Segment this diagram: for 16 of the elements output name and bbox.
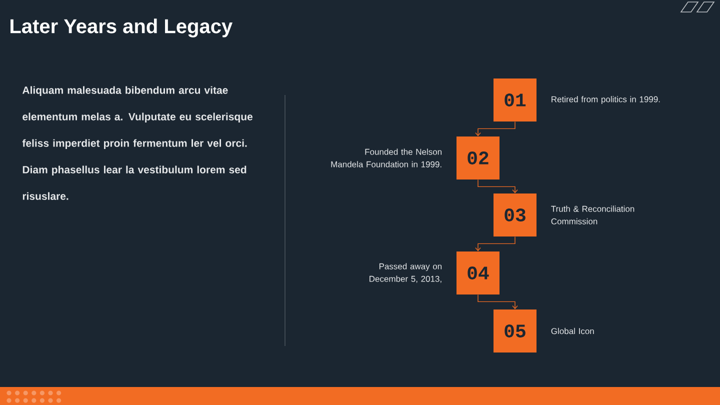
event-description: Truth & Reconciliation Commission xyxy=(551,206,634,224)
body-paragraph: Aliquam malesuada bibendum arcu vitae elementum melas a. Vulputate eu scelerisque feliss imperdiet proin fermentum ler vel orci. Diam phasellus lear la vestibulum lorem sed risuslare. xyxy=(22,86,253,200)
connector-arrow xyxy=(475,121,516,136)
event-description: Founded the Nelson Mandela Foundation in 1999. xyxy=(331,148,442,168)
event-description: Retired from politics in 1999. xyxy=(552,96,660,104)
event-description: Passed away on December 5, 2013, xyxy=(370,263,442,283)
number-box: 01 xyxy=(494,78,536,122)
number-box: 02 xyxy=(456,136,500,180)
connector-arrow xyxy=(478,179,518,194)
connector-arrow xyxy=(475,236,516,252)
slide-title: Later Years and Legacy xyxy=(10,18,232,38)
number-box: 04 xyxy=(456,252,500,294)
number-box: 03 xyxy=(494,194,536,236)
number-box: 05 xyxy=(494,310,536,352)
connector-arrow xyxy=(478,294,518,310)
event-description: Global Icon xyxy=(551,328,594,334)
